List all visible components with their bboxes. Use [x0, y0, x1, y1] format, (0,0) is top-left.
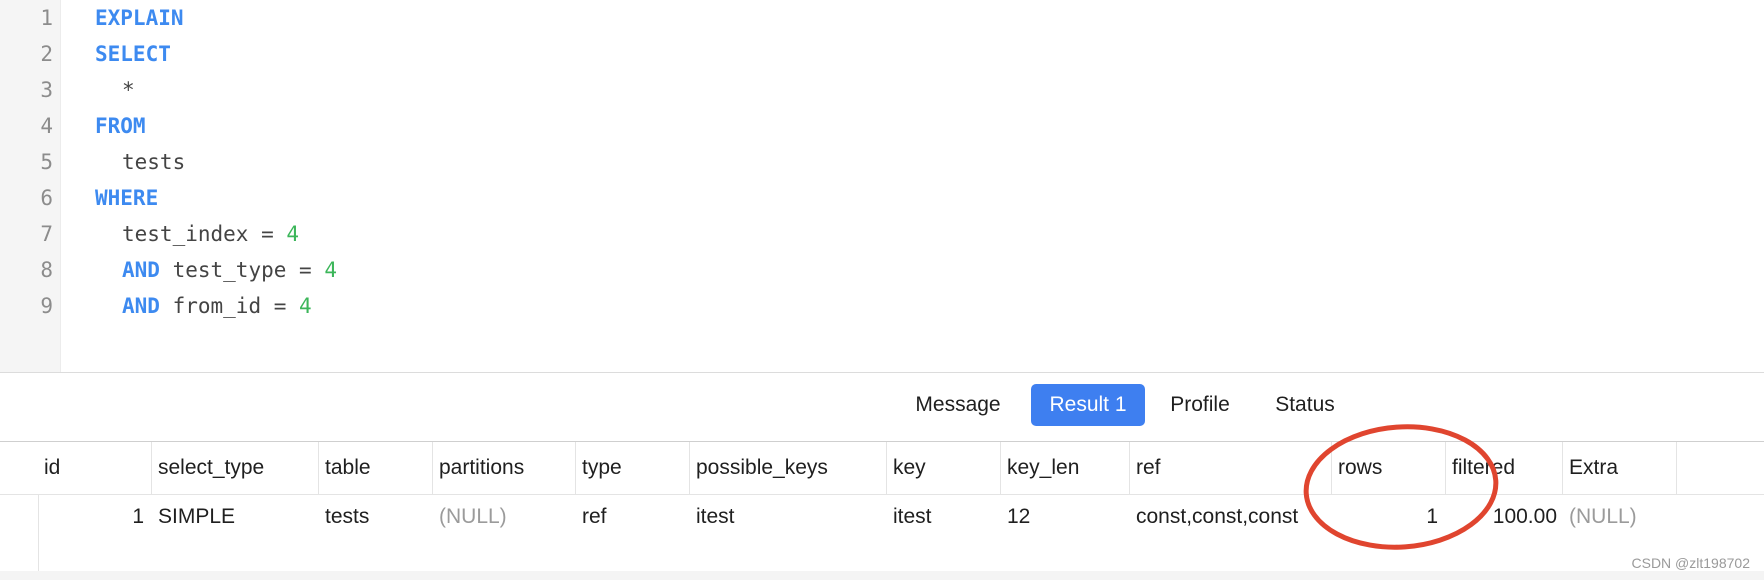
line-number: 9: [40, 294, 53, 318]
editor-results-divider[interactable]: [0, 372, 1764, 373]
code-line-8[interactable]: AND test_type = 4: [122, 252, 337, 288]
cell-filtered[interactable]: 100.00: [1492, 505, 1557, 528]
code-line-4[interactable]: FROM: [95, 108, 146, 144]
code-line-5[interactable]: tests: [122, 144, 185, 180]
code-line-2[interactable]: SELECT: [95, 36, 171, 72]
code-line-9[interactable]: AND from_id = 4: [122, 288, 312, 324]
column-header-table[interactable]: table: [319, 442, 433, 494]
number-literal: 4: [324, 258, 337, 282]
number-literal: 4: [299, 294, 312, 318]
cell-ref[interactable]: const,const,const: [1136, 505, 1299, 528]
number-literal: 4: [286, 222, 300, 246]
column-header-possible-keys[interactable]: possible_keys: [690, 442, 887, 494]
line-number: 6: [40, 186, 53, 210]
cell-type[interactable]: ref: [582, 505, 607, 528]
keyword: WHERE: [95, 186, 159, 210]
column-header-id[interactable]: id: [38, 442, 152, 494]
identifier: test_type =: [159, 258, 325, 282]
column-header-key[interactable]: key: [887, 442, 1001, 494]
result-tabs: Message Result 1 Profile Status: [0, 384, 1764, 426]
keyword: AND: [122, 294, 160, 318]
line-number: 4: [40, 114, 53, 138]
line-number: 5: [40, 150, 53, 174]
keyword: SELECT: [95, 42, 171, 66]
cell-partitions[interactable]: (NULL): [439, 505, 507, 528]
identifier: tests: [122, 150, 186, 174]
keyword: AND: [122, 258, 160, 282]
grid-top-border: [0, 441, 1764, 442]
column-header-select-type[interactable]: select_type: [152, 442, 319, 494]
column-header-filtered[interactable]: filtered: [1446, 442, 1563, 494]
tab-message[interactable]: Message: [915, 393, 1001, 416]
column-header-extra[interactable]: Extra: [1563, 442, 1677, 494]
code-line-6[interactable]: WHERE: [95, 180, 158, 216]
column-header-partitions[interactable]: partitions: [433, 442, 576, 494]
header-row-border: [0, 494, 1764, 495]
line-number: 2: [40, 42, 53, 66]
keyword: EXPLAIN: [95, 6, 184, 30]
cell-possible-keys[interactable]: itest: [696, 505, 735, 528]
table-row[interactable]: 1 SIMPLE tests (NULL) ref itest itest 12…: [0, 495, 1764, 539]
cell-key-len[interactable]: 12: [1007, 505, 1031, 528]
code-line-1[interactable]: EXPLAIN: [95, 0, 184, 36]
line-number: 8: [40, 258, 53, 282]
line-number: 1: [40, 6, 53, 30]
keyword: FROM: [95, 114, 146, 138]
result-grid-header: id select_type table partitions type pos…: [0, 442, 1764, 494]
code-line-7[interactable]: test_index = 4: [122, 216, 299, 252]
code-line-3[interactable]: *: [122, 72, 135, 108]
line-number-gutter: 1 2 3 4 5 6 7 8 9: [0, 0, 61, 372]
tab-result-1[interactable]: Result 1: [1031, 384, 1145, 426]
identifier: *: [122, 78, 135, 102]
cell-id[interactable]: 1: [132, 505, 144, 528]
line-number: 7: [40, 222, 53, 246]
watermark: CSDN @zlt198702: [1631, 555, 1751, 571]
grid-horizontal-scrollbar[interactable]: [0, 571, 1764, 580]
cell-table[interactable]: tests: [325, 505, 370, 528]
line-number: 3: [40, 78, 53, 102]
column-header-rows[interactable]: rows: [1332, 442, 1446, 494]
column-header-type[interactable]: type: [576, 442, 690, 494]
cell-extra[interactable]: (NULL): [1569, 505, 1637, 528]
column-header-ref[interactable]: ref: [1130, 442, 1332, 494]
tab-status[interactable]: Status: [1275, 393, 1335, 416]
cell-key[interactable]: itest: [893, 505, 932, 528]
identifier: test_index =: [122, 222, 287, 246]
sql-editor[interactable]: 1 2 3 4 5 6 7 8 9 EXPLAIN SELECT * FROM …: [0, 0, 1764, 372]
column-header-key-len[interactable]: key_len: [1001, 442, 1130, 494]
tab-profile[interactable]: Profile: [1170, 393, 1230, 416]
cell-rows[interactable]: 1: [1426, 505, 1438, 528]
cell-select-type[interactable]: SIMPLE: [158, 505, 236, 528]
row-selector-gutter[interactable]: [0, 442, 39, 580]
identifier: from_id =: [159, 294, 300, 318]
